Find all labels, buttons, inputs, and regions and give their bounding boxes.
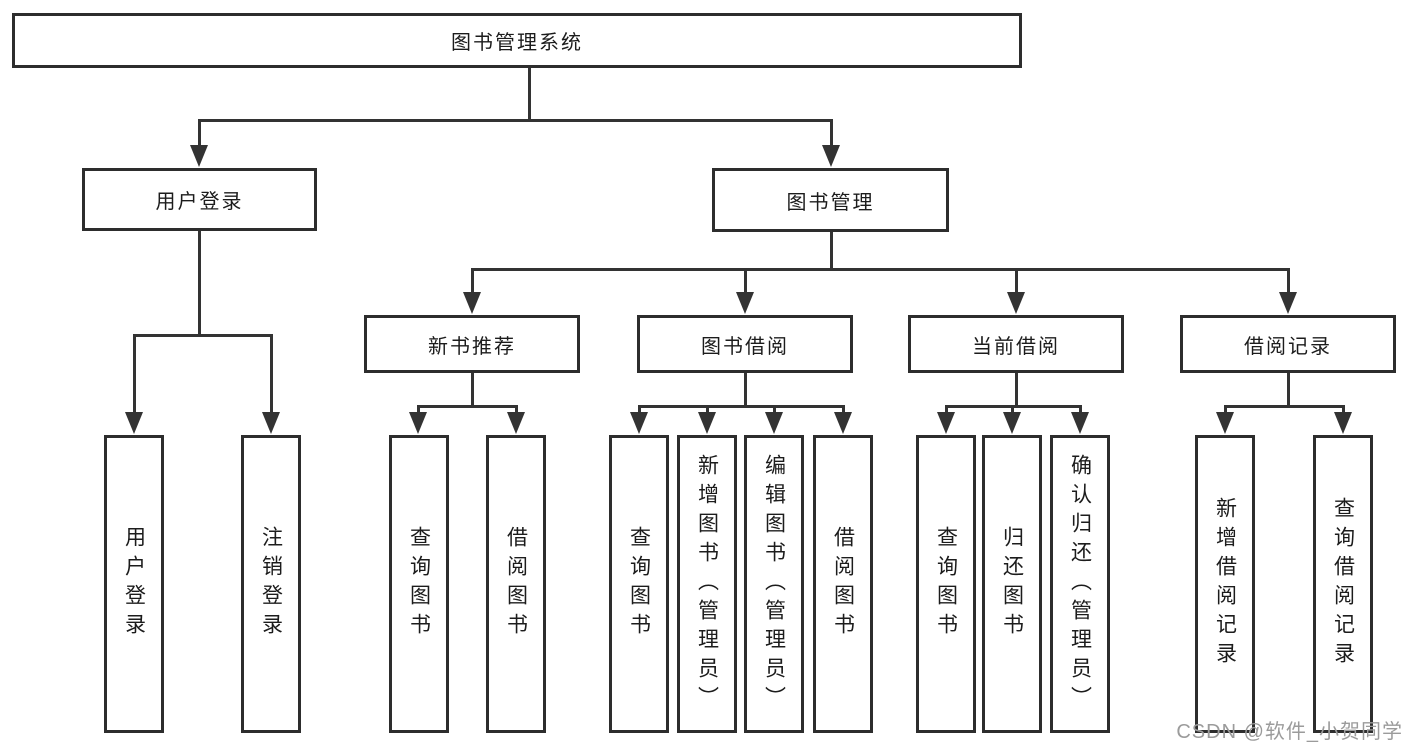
arrow-down-icon xyxy=(1279,292,1297,314)
arrow-down-icon xyxy=(409,412,427,434)
connector-vline xyxy=(197,231,201,337)
node-label: 用户登录 xyxy=(155,191,244,213)
arrow-down-icon xyxy=(698,412,716,434)
connector-hline xyxy=(416,404,518,408)
connector-vline xyxy=(132,335,136,417)
connector-hline xyxy=(1223,404,1345,408)
connector-vline xyxy=(829,232,833,270)
node-label: 图书管理 xyxy=(786,191,875,214)
leaf-logout: 注销登录 xyxy=(241,435,301,733)
connector-vline xyxy=(416,405,420,417)
connector-vline xyxy=(514,405,518,417)
connector-hline xyxy=(132,333,273,337)
node-label: 当前借阅 xyxy=(972,335,1060,358)
connector-vline xyxy=(743,269,747,295)
arrow-down-icon xyxy=(1007,292,1025,314)
connector-vline xyxy=(1014,373,1018,407)
node-user-login-group: 用户登录 xyxy=(82,168,317,231)
leaf-label: 新增借阅记录 xyxy=(1213,497,1237,671)
connector-vline xyxy=(527,68,531,121)
arrow-down-icon xyxy=(937,412,955,434)
connector-vline xyxy=(637,405,641,417)
node-library-management-system: 图书管理系统 xyxy=(12,13,1022,68)
leaf-add-book-admin: 新增图书（管理员） xyxy=(677,435,737,733)
arrow-down-icon xyxy=(630,412,648,434)
leaf-query-books: 查询图书 xyxy=(389,435,449,733)
connector-vline xyxy=(841,405,845,417)
leaf-label: 新增图书（管理员） xyxy=(695,453,719,715)
connector-hline xyxy=(637,404,845,408)
arrow-down-icon xyxy=(822,145,840,167)
connector-vline xyxy=(743,373,747,407)
leaf-label: 查询图书 xyxy=(407,526,431,642)
arrow-down-icon xyxy=(1003,412,1021,434)
leaf-label: 查询借阅记录 xyxy=(1331,497,1355,671)
leaf-edit-book-admin: 编辑图书（管理员） xyxy=(744,435,804,733)
connector-vline xyxy=(470,269,474,295)
node-current-borrowing: 当前借阅 xyxy=(908,315,1124,373)
leaf-label: 归还图书 xyxy=(1000,526,1024,642)
connector-vline xyxy=(269,335,273,417)
connector-vline xyxy=(829,120,833,148)
connector-vline xyxy=(1286,269,1290,295)
arrow-down-icon xyxy=(1216,412,1234,434)
arrow-down-icon xyxy=(190,145,208,167)
node-label: 借阅记录 xyxy=(1244,335,1332,358)
arrow-down-icon xyxy=(765,412,783,434)
leaf-query-borrow-record: 查询借阅记录 xyxy=(1313,435,1373,733)
node-book-management: 图书管理 xyxy=(712,168,949,232)
arrow-down-icon xyxy=(1334,412,1352,434)
leaf-label: 注销登录 xyxy=(259,526,283,642)
arrow-down-icon xyxy=(463,292,481,314)
node-book-borrowing: 图书借阅 xyxy=(637,315,853,373)
arrow-down-icon xyxy=(834,412,852,434)
connector-vline xyxy=(470,373,474,407)
arrow-down-icon xyxy=(125,412,143,434)
leaf-label: 借阅图书 xyxy=(504,526,528,642)
connector-vline xyxy=(1341,405,1345,417)
leaf-label: 用户登录 xyxy=(122,526,146,642)
connector-vline xyxy=(772,405,776,417)
node-new-book-recommendation: 新书推荐 xyxy=(364,315,580,373)
watermark: CSDN @软件_小贺同学 xyxy=(1176,721,1403,743)
connector-vline xyxy=(1286,373,1290,407)
arrow-down-icon xyxy=(736,292,754,314)
leaf-query-books: 查询图书 xyxy=(609,435,669,733)
connector-vline xyxy=(197,120,201,148)
leaf-query-books: 查询图书 xyxy=(916,435,976,733)
connector-vline xyxy=(1223,405,1227,417)
arrow-down-icon xyxy=(1071,412,1089,434)
leaf-add-borrow-record: 新增借阅记录 xyxy=(1195,435,1255,733)
leaf-borrow-books: 借阅图书 xyxy=(486,435,546,733)
leaf-borrow-books: 借阅图书 xyxy=(813,435,873,733)
leaf-label: 确认归还（管理员） xyxy=(1068,453,1092,715)
leaf-confirm-return-admin: 确认归还（管理员） xyxy=(1050,435,1110,733)
arrow-down-icon xyxy=(262,412,280,434)
connector-vline xyxy=(1078,405,1082,417)
node-label: 图书借阅 xyxy=(701,335,789,358)
leaf-user-login: 用户登录 xyxy=(104,435,164,733)
leaf-label: 借阅图书 xyxy=(831,526,855,642)
connector-hline xyxy=(197,118,833,122)
connector-vline xyxy=(944,405,948,417)
leaf-label: 查询图书 xyxy=(934,526,958,642)
node-label: 新书推荐 xyxy=(428,335,516,358)
arrow-down-icon xyxy=(507,412,525,434)
connector-vline xyxy=(1014,269,1018,295)
leaf-label: 编辑图书（管理员） xyxy=(762,453,786,715)
connector-vline xyxy=(705,405,709,417)
connector-hline xyxy=(470,267,1290,271)
connector-vline xyxy=(1010,405,1014,417)
leaf-label: 查询图书 xyxy=(627,526,651,642)
node-label: 图书管理系统 xyxy=(451,32,583,54)
leaf-return-books: 归还图书 xyxy=(982,435,1042,733)
node-borrowing-records: 借阅记录 xyxy=(1180,315,1396,373)
